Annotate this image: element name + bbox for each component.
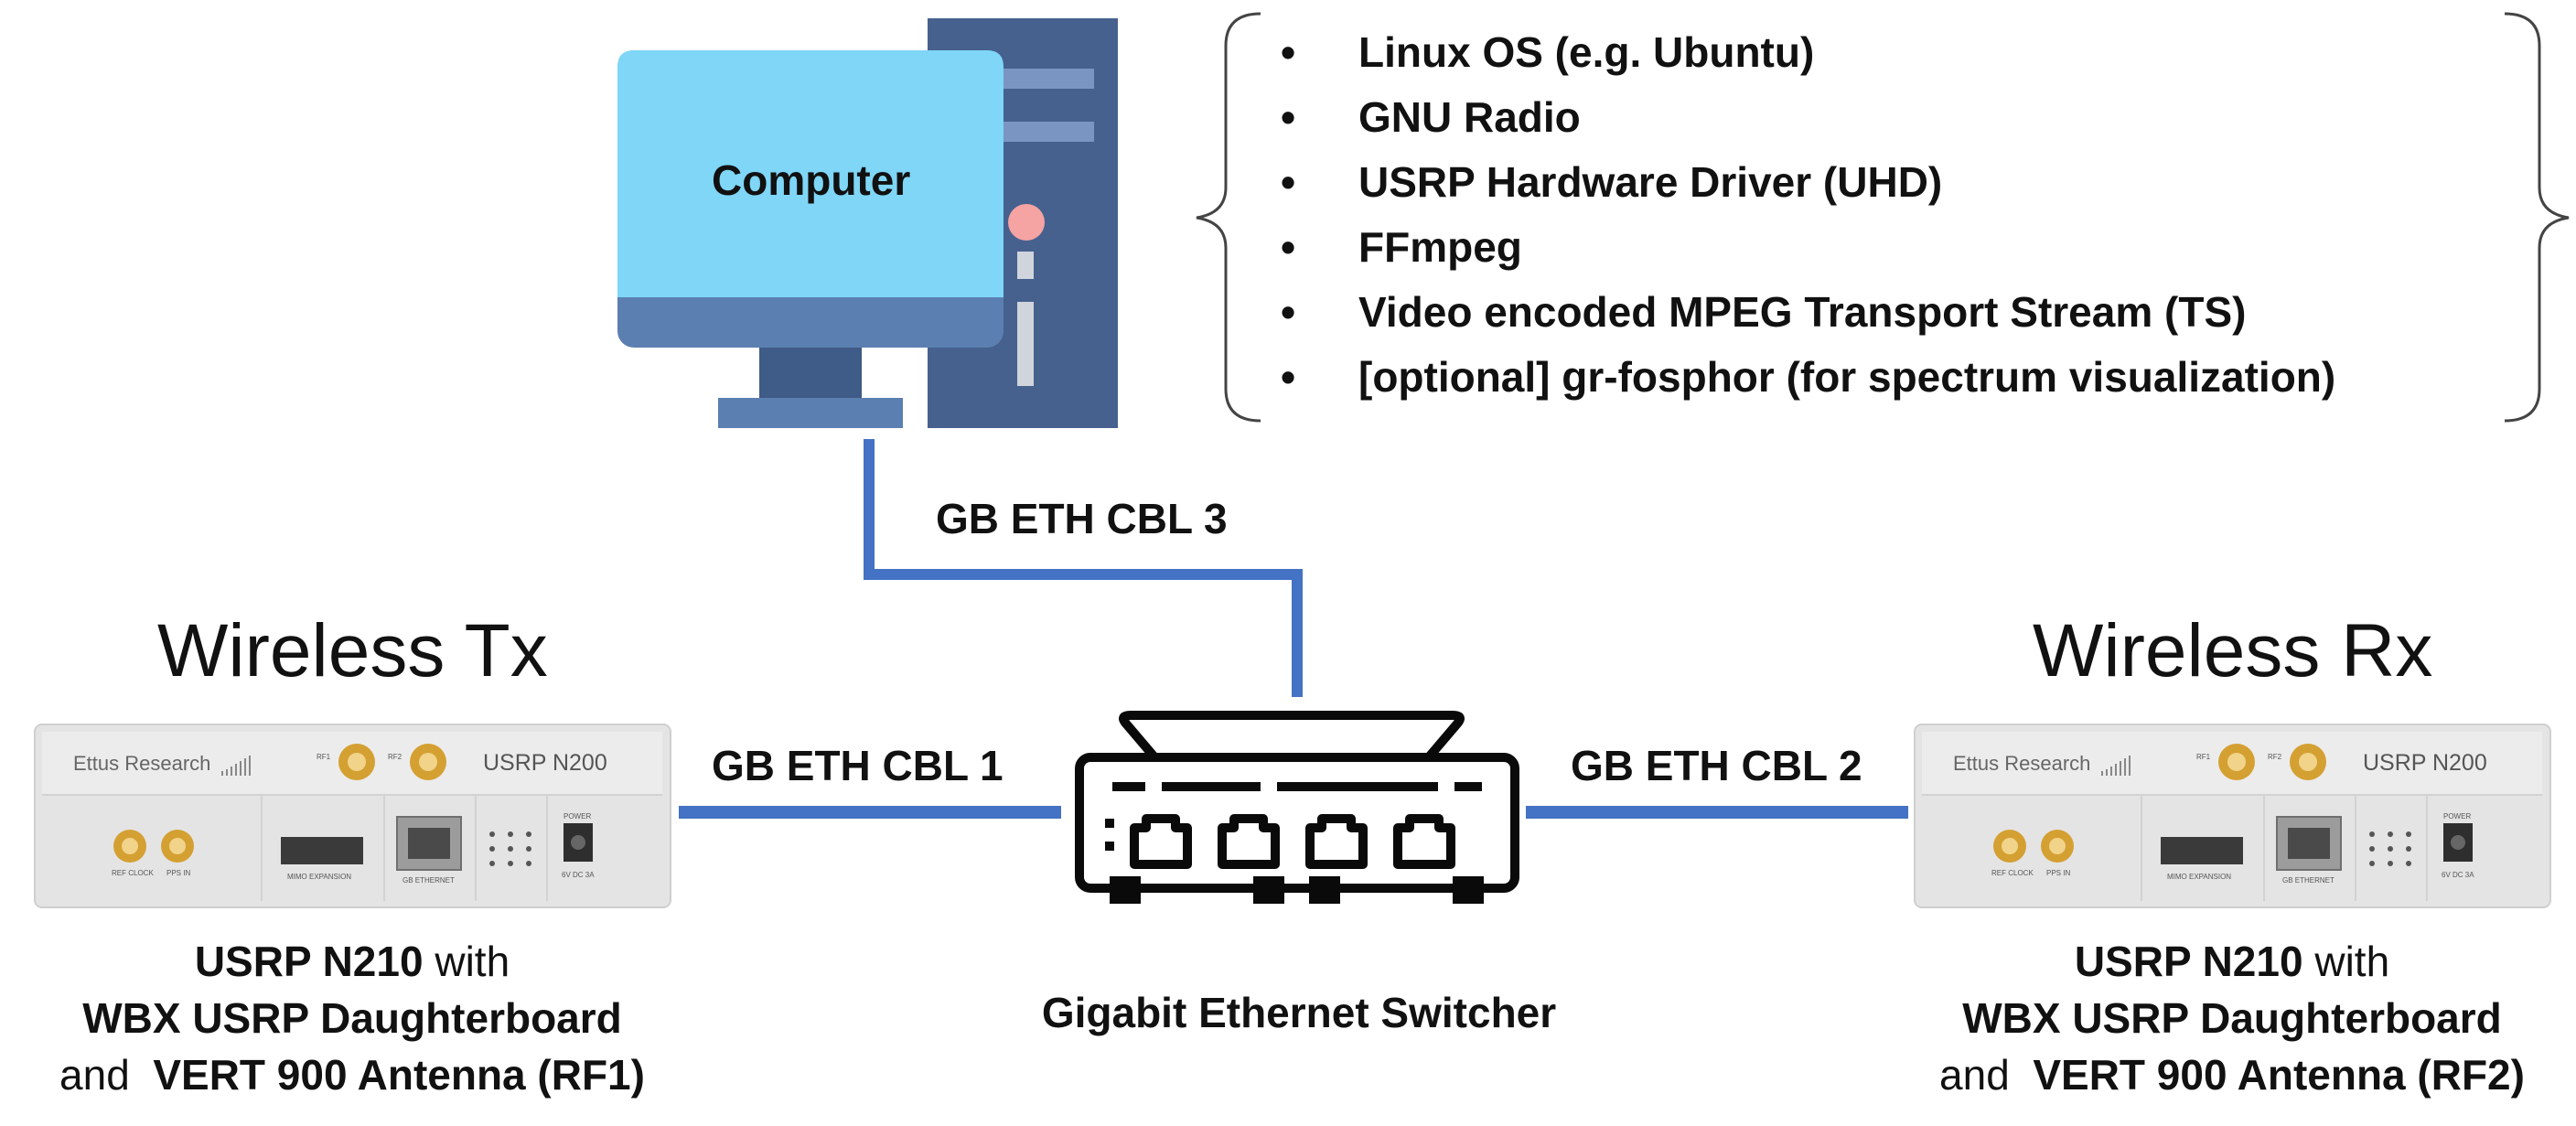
rx-leds (2369, 831, 2411, 866)
rx-ref-clock-label: REF CLOCK (1991, 869, 2034, 877)
ethernet-switch-icon (1075, 711, 1519, 904)
rx-caption-model: USRP N210 (2074, 938, 2303, 985)
rx-usrp-device (1914, 724, 2551, 908)
cable-3-label: GB ETH CBL 3 (936, 495, 1228, 542)
rx-caption: USRP N210 with WBX USRP Daughterboard an… (1939, 938, 2525, 1099)
rx-caption-antenna: VERT 900 Antenna (RF2) (2033, 1051, 2525, 1099)
tx-caption-antenna: VERT 900 Antenna (RF1) (153, 1051, 645, 1099)
rx-model-label: USRP N200 (2363, 750, 2487, 776)
tx-title: Wireless Tx (157, 609, 548, 692)
computer-label: Computer (712, 156, 911, 204)
switch-ports (1130, 814, 1455, 869)
tx-caption-board: WBX USRP Daughterboard (82, 994, 622, 1042)
rx-brand-label: Ettus Research (1953, 752, 2091, 775)
tx-rf-connectors (113, 744, 446, 863)
tx-mimo-label: MIMO EXPANSION (287, 873, 352, 881)
requirement-item: •Linux OS (e.g. Ubuntu) (1281, 28, 1815, 76)
left-brace (1196, 12, 1261, 423)
tx-rf1-label: RF1 (317, 753, 331, 761)
tx-brand-label: Ettus Research (73, 752, 211, 775)
tx-model-label: USRP N200 (483, 750, 607, 776)
power-led-icon (1008, 204, 1045, 241)
tx-ref-clock-label: REF CLOCK (112, 869, 154, 877)
requirement-item: •USRP Hardware Driver (UHD) (1281, 158, 1943, 206)
monitor-screen (617, 50, 1004, 297)
rx-power-spec-label: 6V DC 3A (2442, 871, 2474, 879)
tx-power-spec-label: 6V DC 3A (562, 871, 595, 879)
rx-pps-label: PPS IN (2046, 869, 2071, 877)
computer-icon (617, 18, 1118, 428)
rx-rf2-label: RF2 (2268, 753, 2282, 761)
tx-pps-label: PPS IN (166, 869, 191, 877)
requirement-item: •FFmpeg (1281, 223, 1522, 271)
requirement-item: •[optional] gr-fosphor (for spectrum vis… (1281, 353, 2336, 401)
monitor-neck (759, 343, 862, 400)
rx-title: Wireless Rx (2033, 609, 2433, 692)
tx-eth-label: GB ETHERNET (402, 876, 455, 885)
rx-mimo-port (2161, 837, 2243, 864)
tx-mimo-port (281, 837, 363, 864)
requirement-item: •Video encoded MPEG Transport Stream (TS… (1281, 288, 2247, 336)
tx-signal-icon (221, 756, 251, 776)
cables (679, 439, 1908, 819)
tx-usrp-device (34, 724, 671, 908)
tx-power-label: POWER (564, 812, 592, 820)
rx-signal-icon (2101, 756, 2131, 776)
tx-leds (489, 831, 531, 866)
right-brace (2504, 12, 2570, 423)
requirement-item: •GNU Radio (1281, 93, 1581, 141)
tx-caption-model: USRP N210 (194, 938, 424, 985)
switch-caption: Gigabit Ethernet Switcher (1041, 989, 1557, 1036)
monitor-base (718, 398, 903, 428)
rx-rf1-label: RF1 (2196, 753, 2211, 761)
rx-mimo-label: MIMO EXPANSION (2167, 873, 2232, 881)
rx-caption-board: WBX USRP Daughterboard (1962, 994, 2502, 1042)
tx-caption: USRP N210 with WBX USRP Daughterboard an… (59, 938, 645, 1099)
cable-1-label: GB ETH CBL 1 (712, 742, 1004, 789)
cable-3-line (864, 439, 1303, 697)
tx-rf2-label: RF2 (388, 753, 402, 761)
requirements-list: •Linux OS (e.g. Ubuntu) •GNU Radio •USRP… (1281, 20, 2335, 410)
cable-2-label: GB ETH CBL 2 (1571, 742, 1862, 789)
rx-rf-connectors (1993, 744, 2326, 863)
rx-power-label: POWER (2443, 812, 2472, 820)
rx-eth-label: GB ETHERNET (2282, 876, 2334, 885)
